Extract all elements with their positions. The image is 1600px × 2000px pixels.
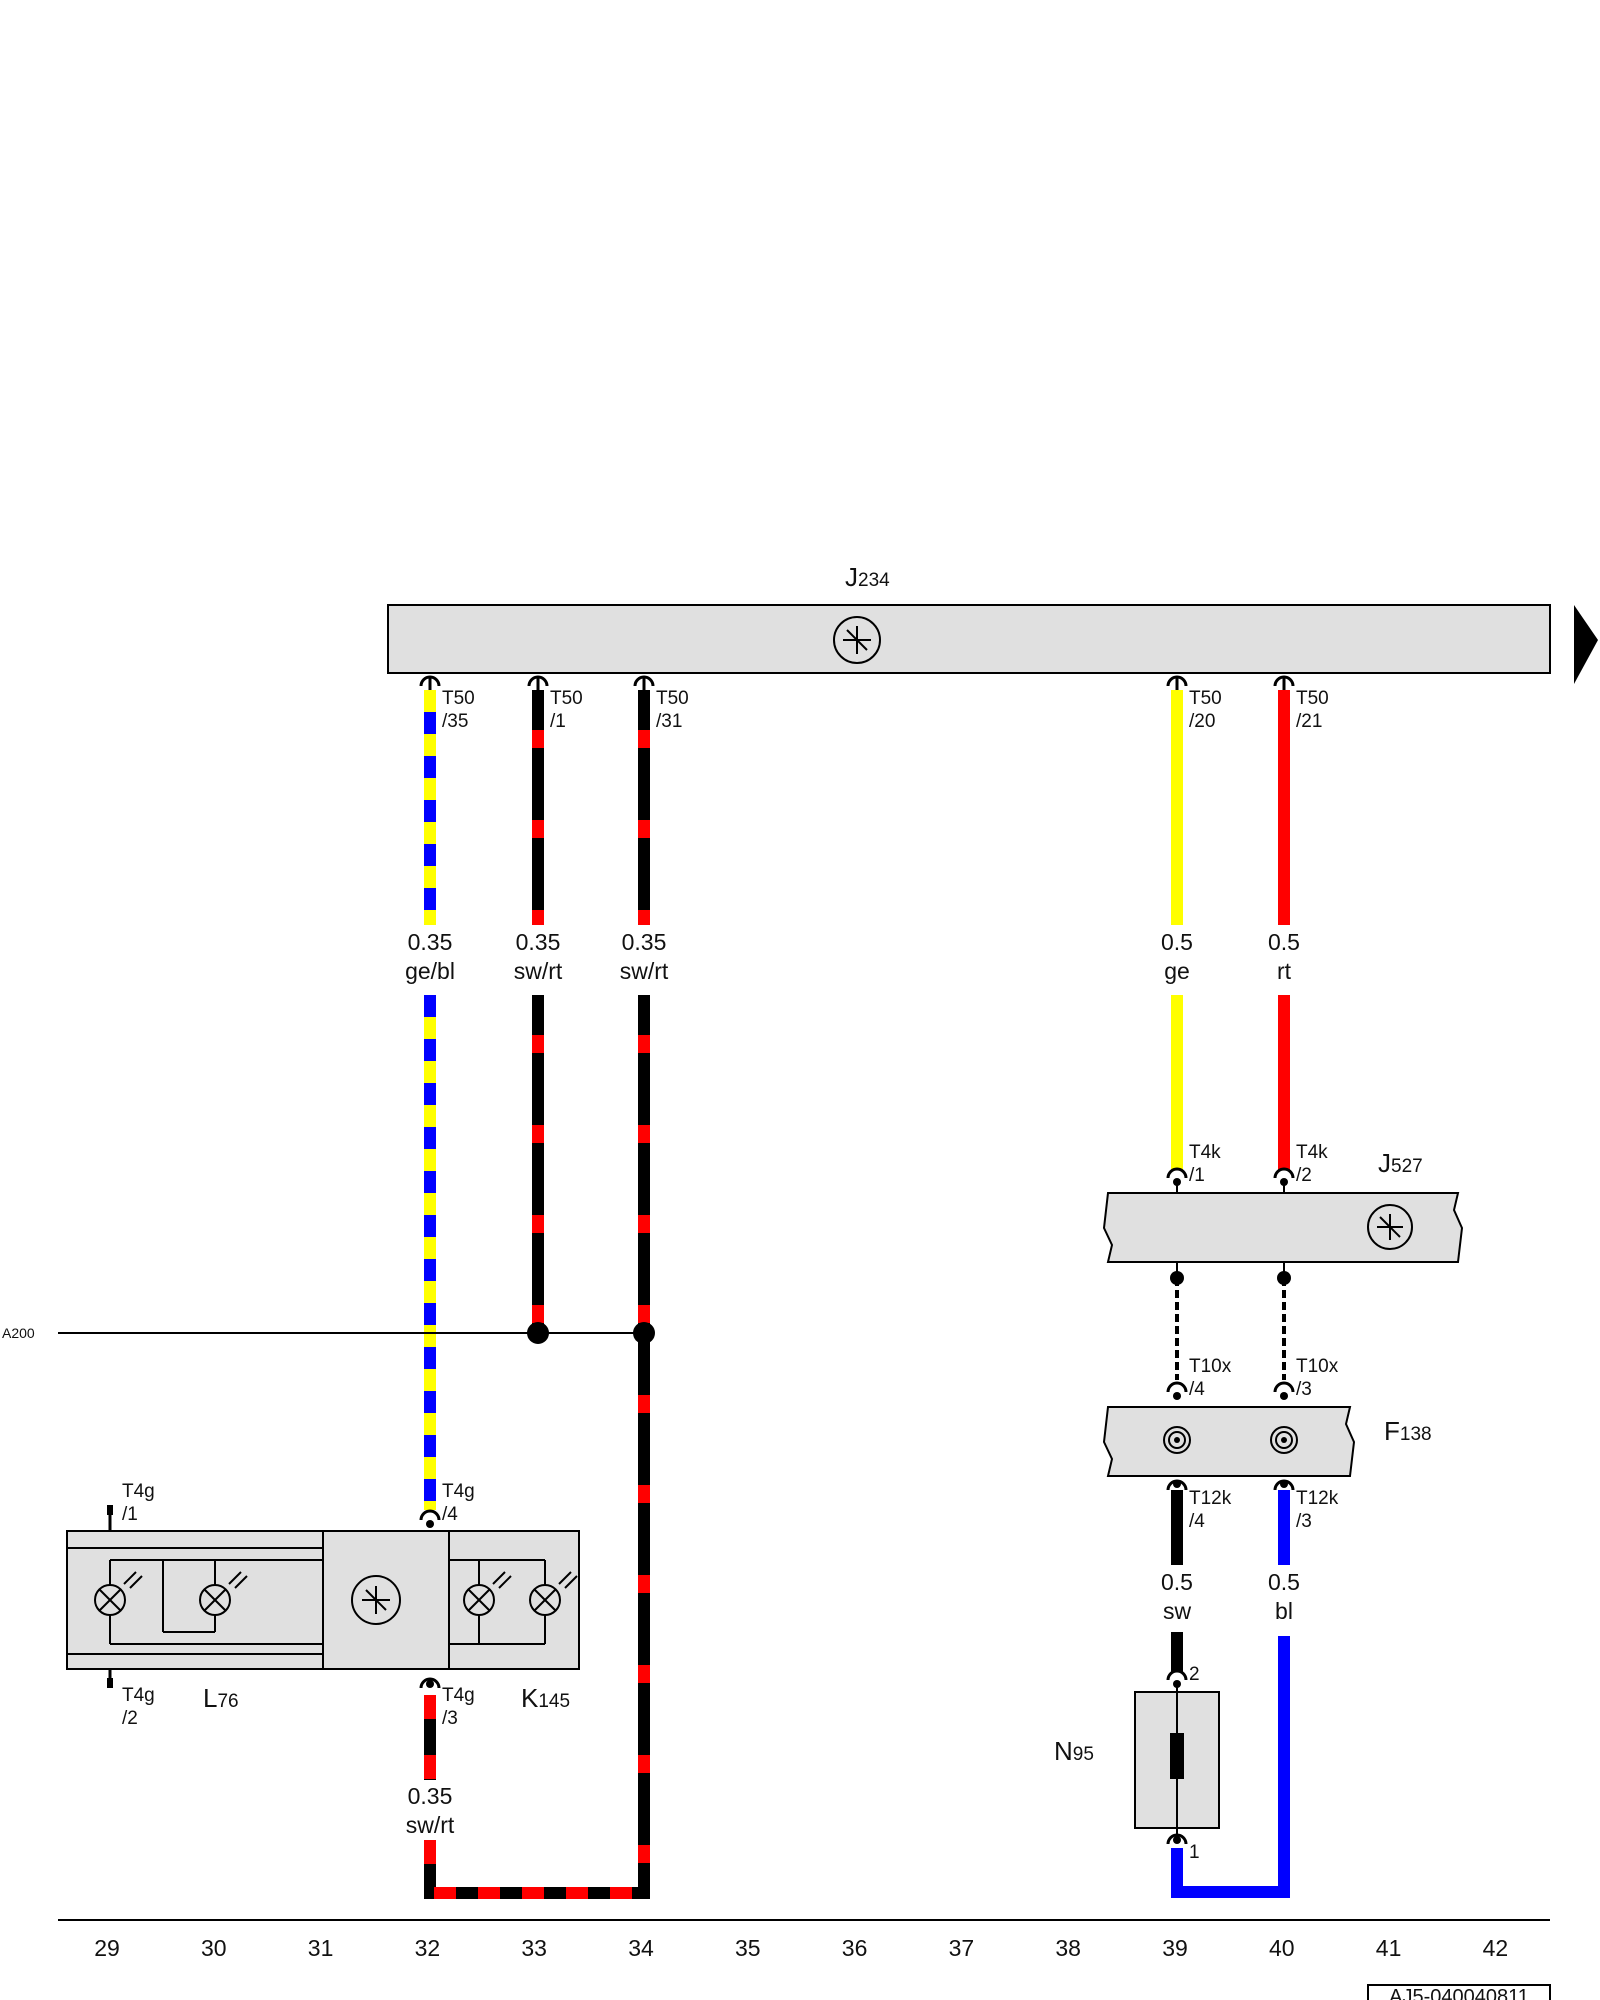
svg-text:ge: ge [1164, 958, 1190, 984]
junction-dot-4 [1277, 1271, 1291, 1285]
svg-text:T4k: T4k [1296, 1142, 1328, 1163]
control-unit-icon [1367, 1204, 1413, 1250]
bulb-icon [94, 1571, 143, 1616]
svg-text:T4g: T4g [122, 1685, 155, 1706]
svg-text:/3: /3 [442, 1708, 458, 1729]
svg-text:0.5: 0.5 [1268, 1569, 1300, 1595]
svg-text:/31: /31 [656, 711, 682, 732]
svg-text:T50: T50 [1296, 688, 1329, 709]
svg-text:0.5: 0.5 [1161, 929, 1193, 955]
svg-text:sw/rt: sw/rt [514, 958, 563, 984]
spiral-spring-icon [1270, 1426, 1298, 1454]
grid-column-number: 35 [735, 1935, 761, 1961]
component-j527: J527 [1102, 1148, 1464, 1263]
svg-text:T10x: T10x [1189, 1356, 1232, 1377]
svg-text:1: 1 [1189, 1842, 1200, 1863]
svg-text:sw/rt: sw/rt [620, 958, 669, 984]
svg-text:rt: rt [1277, 958, 1292, 984]
svg-text:T4k: T4k [1189, 1142, 1221, 1163]
grid-column-numbers: 29 30 31 32 33 34 35 36 37 38 39 40 41 42 [94, 1935, 1508, 1961]
bulb-icon [529, 1571, 578, 1616]
svg-text:T4g: T4g [122, 1481, 155, 1502]
wire-labels: 0.35 ge/bl 0.35 sw/rt 0.35 sw/rt 0.5 ge 0.5 r… [405, 929, 1300, 1838]
component-n95: N95 [1054, 1684, 1220, 1836]
svg-text:/4: /4 [442, 1504, 458, 1525]
pin-labels: T50/35 T50/1 T50/31 T50/20 T50/21 T4k/1 … [122, 688, 1339, 1863]
grid-column-number: 36 [842, 1935, 868, 1961]
grid-column-number: 32 [415, 1935, 441, 1961]
svg-text:/20: /20 [1189, 711, 1215, 732]
svg-text:0.35: 0.35 [622, 929, 667, 955]
svg-text:0.5: 0.5 [1161, 1569, 1193, 1595]
svg-text:ge/bl: ge/bl [405, 958, 455, 984]
grid-column-number: 38 [1055, 1935, 1081, 1961]
wire-sw-rt-k145 [424, 1695, 650, 1899]
grid-column-number: 33 [521, 1935, 547, 1961]
svg-text:0.5: 0.5 [1268, 929, 1300, 955]
svg-text:/21: /21 [1296, 711, 1322, 732]
svg-text:/2: /2 [1296, 1165, 1312, 1186]
svg-text:/2: /2 [122, 1708, 138, 1729]
component-f138: F138 [1102, 1406, 1432, 1477]
wire-j527-f138 [1175, 1278, 1286, 1380]
grid-column-number: 41 [1376, 1935, 1402, 1961]
grid-column-number: 29 [94, 1935, 120, 1961]
grid-column-number: 30 [201, 1935, 227, 1961]
svg-text:/3: /3 [1296, 1379, 1312, 1400]
svg-text:T10x: T10x [1296, 1356, 1339, 1377]
svg-text:T50: T50 [1189, 688, 1222, 709]
svg-text:T4g: T4g [442, 1481, 475, 1502]
junction-dot-3 [1170, 1271, 1184, 1285]
svg-text:0.35: 0.35 [408, 929, 453, 955]
svg-text:/3: /3 [1296, 1511, 1312, 1532]
resistor-icon [1170, 1733, 1184, 1779]
control-unit-icon [833, 616, 881, 664]
svg-text:0.35: 0.35 [408, 1783, 453, 1809]
svg-text:/1: /1 [1189, 1165, 1205, 1186]
svg-text:/4: /4 [1189, 1379, 1205, 1400]
svg-text:/1: /1 [550, 711, 566, 732]
bulb-icon [463, 1571, 512, 1616]
j527-label: J527 [1378, 1148, 1423, 1178]
l76-label: L76 [203, 1683, 239, 1713]
n95-label: N95 [1054, 1736, 1094, 1766]
svg-text:T50: T50 [550, 688, 583, 709]
reference-code: AJ5-040040811 [1389, 1986, 1529, 2000]
component-j234: J234 [387, 562, 1598, 684]
svg-text:2: 2 [1189, 1664, 1200, 1685]
svg-text:sw: sw [1163, 1598, 1192, 1624]
grid-column-number: 40 [1269, 1935, 1295, 1961]
svg-text:sw/rt: sw/rt [406, 1812, 455, 1838]
junction-dot-1 [527, 1322, 549, 1344]
junction-dot-2 [633, 1322, 655, 1344]
continuation-arrow-icon [1574, 605, 1598, 684]
bulb-icon [199, 1571, 248, 1616]
connector-pin-dots [426, 1178, 1288, 1844]
k145-label: K145 [521, 1683, 570, 1713]
spiral-spring-icon [1163, 1426, 1191, 1454]
control-unit-icon [351, 1575, 401, 1625]
grid-column-number: 42 [1483, 1935, 1509, 1961]
j234-label: J234 [845, 562, 890, 592]
grid-column-number: 34 [628, 1935, 654, 1961]
grid-column-number: 39 [1162, 1935, 1188, 1961]
svg-text:T12k: T12k [1296, 1488, 1339, 1509]
svg-text:T50: T50 [442, 688, 475, 709]
grid-column-number: 37 [949, 1935, 975, 1961]
svg-text:/1: /1 [122, 1504, 138, 1525]
svg-text:/4: /4 [1189, 1511, 1205, 1532]
svg-text:bl: bl [1275, 1598, 1293, 1624]
svg-text:T50: T50 [656, 688, 689, 709]
reference-box: AJ5-040040811 [1367, 1984, 1551, 2000]
wire-bl-n95 [1171, 1490, 1290, 1898]
svg-text:T12k: T12k [1189, 1488, 1232, 1509]
grid-column-number: 31 [308, 1935, 334, 1961]
svg-text:0.35: 0.35 [516, 929, 561, 955]
component-l76-k145: L76 K145 [66, 1505, 580, 1713]
f138-label: F138 [1384, 1416, 1432, 1446]
a200-label: A200 [2, 1325, 35, 1341]
svg-text:T4g: T4g [442, 1685, 475, 1706]
svg-text:/35: /35 [442, 711, 468, 732]
